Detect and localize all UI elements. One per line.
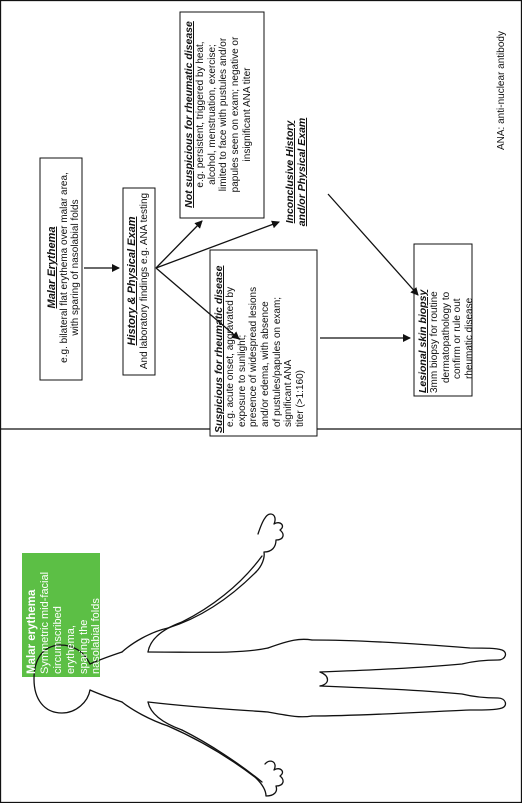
callout-line-1: Symmetric mid-facial xyxy=(39,571,52,674)
biopsy-box-title: Lesional skin biopsy xyxy=(417,289,429,393)
arrow-history-to-suspicious xyxy=(155,267,240,340)
arrow-history-to-inconclusive xyxy=(155,220,280,269)
biopsy-line-3: confirm or rule out xyxy=(452,298,464,379)
arrow-inconclusive-to-biopsy xyxy=(327,193,419,296)
not-suspicious-line-2: alcohol, menstruation, exercise; xyxy=(206,44,218,185)
suspicious-line-5: of pustules/papules on exam; xyxy=(271,296,283,427)
suspicious-line-2: exposure to sunlight; xyxy=(236,334,248,427)
suspicious-line-7: titer (>1:160) xyxy=(294,370,306,427)
inconclusive-line-2: and/or Physical Exam xyxy=(296,117,309,227)
inconclusive-line-1: Inconclusive History xyxy=(284,120,296,224)
callout-box xyxy=(22,553,100,677)
malar-box-title: Malar Erythema xyxy=(46,226,58,309)
suspicious-line-6: significant ANA xyxy=(283,359,295,427)
not-suspicious-box-text: Not suspicious for rheumatic disease e.g… xyxy=(183,13,253,216)
not-suspicious-box-title: Not suspicious for rheumatic disease xyxy=(183,21,195,208)
not-suspicious-line-4: papules seen on exam; negative or xyxy=(229,36,241,193)
inconclusive-label: Inconclusive History and/or Physical Exa… xyxy=(284,112,308,232)
biopsy-box-text: Lesional skin biopsy 3mm biopsy for rout… xyxy=(417,245,476,393)
malar-box-text: Malar Erythema e.g. bilateral flat eryth… xyxy=(46,160,82,375)
callout-line-5: nasolabial folds xyxy=(90,598,103,674)
suspicious-line-4: and/or edema, with absence xyxy=(259,301,271,427)
body-outline xyxy=(33,513,507,797)
malar-box-line-1: e.g. bilateral flat erythema over malar … xyxy=(58,172,70,363)
not-suspicious-line-3: limited to face with pustules and/or xyxy=(218,37,230,192)
biopsy-line-2: dermatopathology to xyxy=(440,291,452,383)
history-box-line-1: And laboratory findings e.g. ANA testing xyxy=(138,192,150,370)
arrow-history-to-not-suspicious xyxy=(155,220,203,269)
callout-text: Malar erythema Symmetric mid-facial circ… xyxy=(26,554,103,674)
malar-box-line-2: with sparing of nasolabial folds xyxy=(70,199,82,336)
callout-arrowhead xyxy=(53,660,67,671)
not-suspicious-line-1: e.g. persistent, triggered by heat, xyxy=(195,41,207,188)
callout-line-4: sparing the xyxy=(77,619,90,674)
not-suspicious-box xyxy=(179,11,265,219)
history-exam-box xyxy=(122,187,156,376)
not-suspicious-line-5: insignificant ANA titer xyxy=(241,67,253,162)
biopsy-line-1: 3mm biopsy for routine xyxy=(429,291,441,393)
history-box-text: History & Physical Exam And laboratory f… xyxy=(126,190,150,372)
callout-line-3: erythema, xyxy=(64,625,77,674)
suspicious-box-text: Suspicious for rheumatic disease e.g. ac… xyxy=(213,251,306,433)
callout-line-2: circumscribed xyxy=(52,606,65,674)
suspicious-box-title: Suspicious for rheumatic disease xyxy=(213,265,225,433)
abbreviation-footnote: ANA: anti-nuclear antibody xyxy=(496,31,507,150)
biopsy-line-4: rheumatic disease xyxy=(463,297,475,379)
suspicious-line-1: e.g. acute onset, aggravated by xyxy=(225,286,237,427)
callout-title: Malar erythema xyxy=(26,589,38,674)
malar-erythema-box xyxy=(39,157,83,381)
suspicious-line-3: presence of widespread lesions xyxy=(248,286,260,427)
lesional-biopsy-box xyxy=(413,243,473,397)
suspicious-box xyxy=(209,249,318,437)
history-box-title: History & Physical Exam xyxy=(126,216,138,346)
